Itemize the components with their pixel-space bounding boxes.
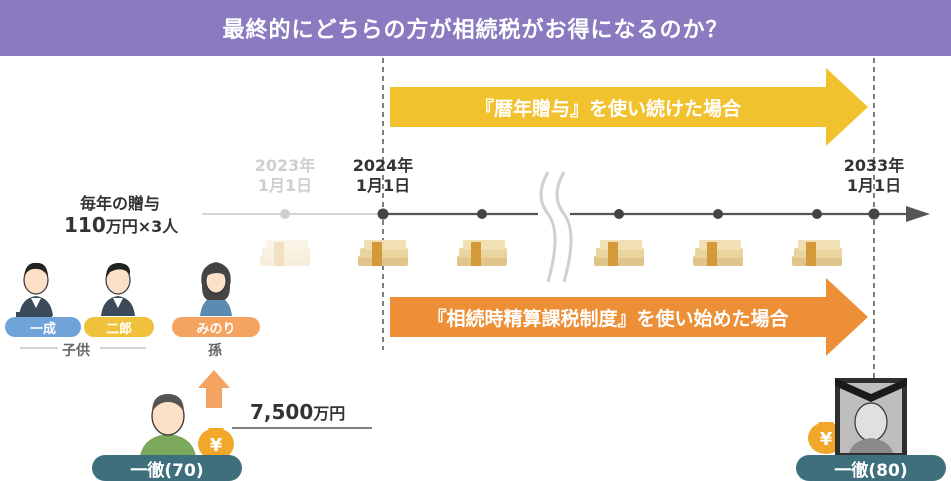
date-label-2024: 2024年 1月1日 bbox=[342, 156, 424, 196]
up-arrow-icon bbox=[198, 370, 230, 408]
svg-text:¥: ¥ bbox=[820, 429, 833, 450]
money-stack-icon bbox=[260, 240, 310, 266]
money-stack-icon bbox=[792, 240, 842, 266]
svg-text:¥: ¥ bbox=[210, 435, 223, 456]
grandfather-avatar-icon bbox=[140, 394, 196, 456]
timeline-break-left bbox=[539, 171, 557, 283]
top-arrow-label: 『暦年贈与』を使い続けた場合 bbox=[474, 97, 741, 120]
money-stack-icon bbox=[457, 240, 507, 266]
grandfather-after-tag: 一徹(80) bbox=[796, 455, 946, 481]
year-text: 2033年 bbox=[843, 156, 905, 175]
gift-amount: 110 bbox=[64, 213, 106, 237]
grandchild-label: 孫 bbox=[208, 343, 222, 359]
money-stack-icon bbox=[693, 240, 743, 266]
date-label-2033: 2033年 1月1日 bbox=[833, 156, 915, 196]
day-text: 1月1日 bbox=[355, 176, 411, 195]
day-text: 1月1日 bbox=[846, 176, 902, 195]
money-bag-icon: ¥ bbox=[198, 428, 234, 460]
timeline-dot bbox=[614, 209, 624, 219]
timeline-break-right bbox=[555, 171, 573, 283]
timeline-dot bbox=[377, 208, 389, 220]
top-arrow-shape bbox=[390, 68, 868, 146]
inheritance-amount-text: 7,500万円 bbox=[250, 400, 345, 424]
grandchild-avatar-icon bbox=[200, 262, 232, 316]
gift-unit: 万円×3人 bbox=[105, 217, 179, 236]
bottom-arrow-shape bbox=[390, 278, 868, 356]
children-label: 子供 bbox=[62, 343, 90, 359]
bottom-arrow-label: 『相続時精算課税制度』を使い始めた場合 bbox=[427, 307, 789, 330]
timeline-dot bbox=[812, 209, 822, 219]
child-name-pill: 二郎 bbox=[84, 317, 154, 337]
inheritance-unit: 万円 bbox=[313, 404, 346, 423]
timeline-dot bbox=[868, 208, 880, 220]
grandchild-name-pill: みのり bbox=[172, 317, 260, 337]
money-stack-icon bbox=[594, 240, 644, 266]
timeline-arrowhead bbox=[906, 206, 930, 222]
page-title: 最終的にどちらの方が相続税がお得になるのか？ bbox=[0, 0, 951, 56]
child-avatar-icon bbox=[16, 262, 53, 318]
inheritance-amount: 7,500 bbox=[250, 400, 314, 424]
year-text: 2024年 bbox=[352, 156, 414, 175]
gift-line-2: 110万円×3人 bbox=[64, 213, 178, 237]
timeline-dot bbox=[280, 209, 290, 219]
timeline-dot bbox=[477, 209, 487, 219]
money-stack-icon bbox=[358, 240, 408, 266]
memorial-portrait-icon bbox=[835, 378, 907, 458]
child-name-pill: 一成 bbox=[5, 317, 81, 337]
gift-line-1: 毎年の贈与 bbox=[80, 194, 161, 213]
timeline-dot bbox=[713, 209, 723, 219]
child-avatar-icon bbox=[101, 262, 135, 316]
date-label-2023: 2023年 1月1日 bbox=[244, 156, 326, 196]
year-text: 2023年 bbox=[254, 156, 316, 175]
grandfather-before-tag: 一徹(70) bbox=[92, 455, 242, 481]
day-text: 1月1日 bbox=[257, 176, 313, 195]
